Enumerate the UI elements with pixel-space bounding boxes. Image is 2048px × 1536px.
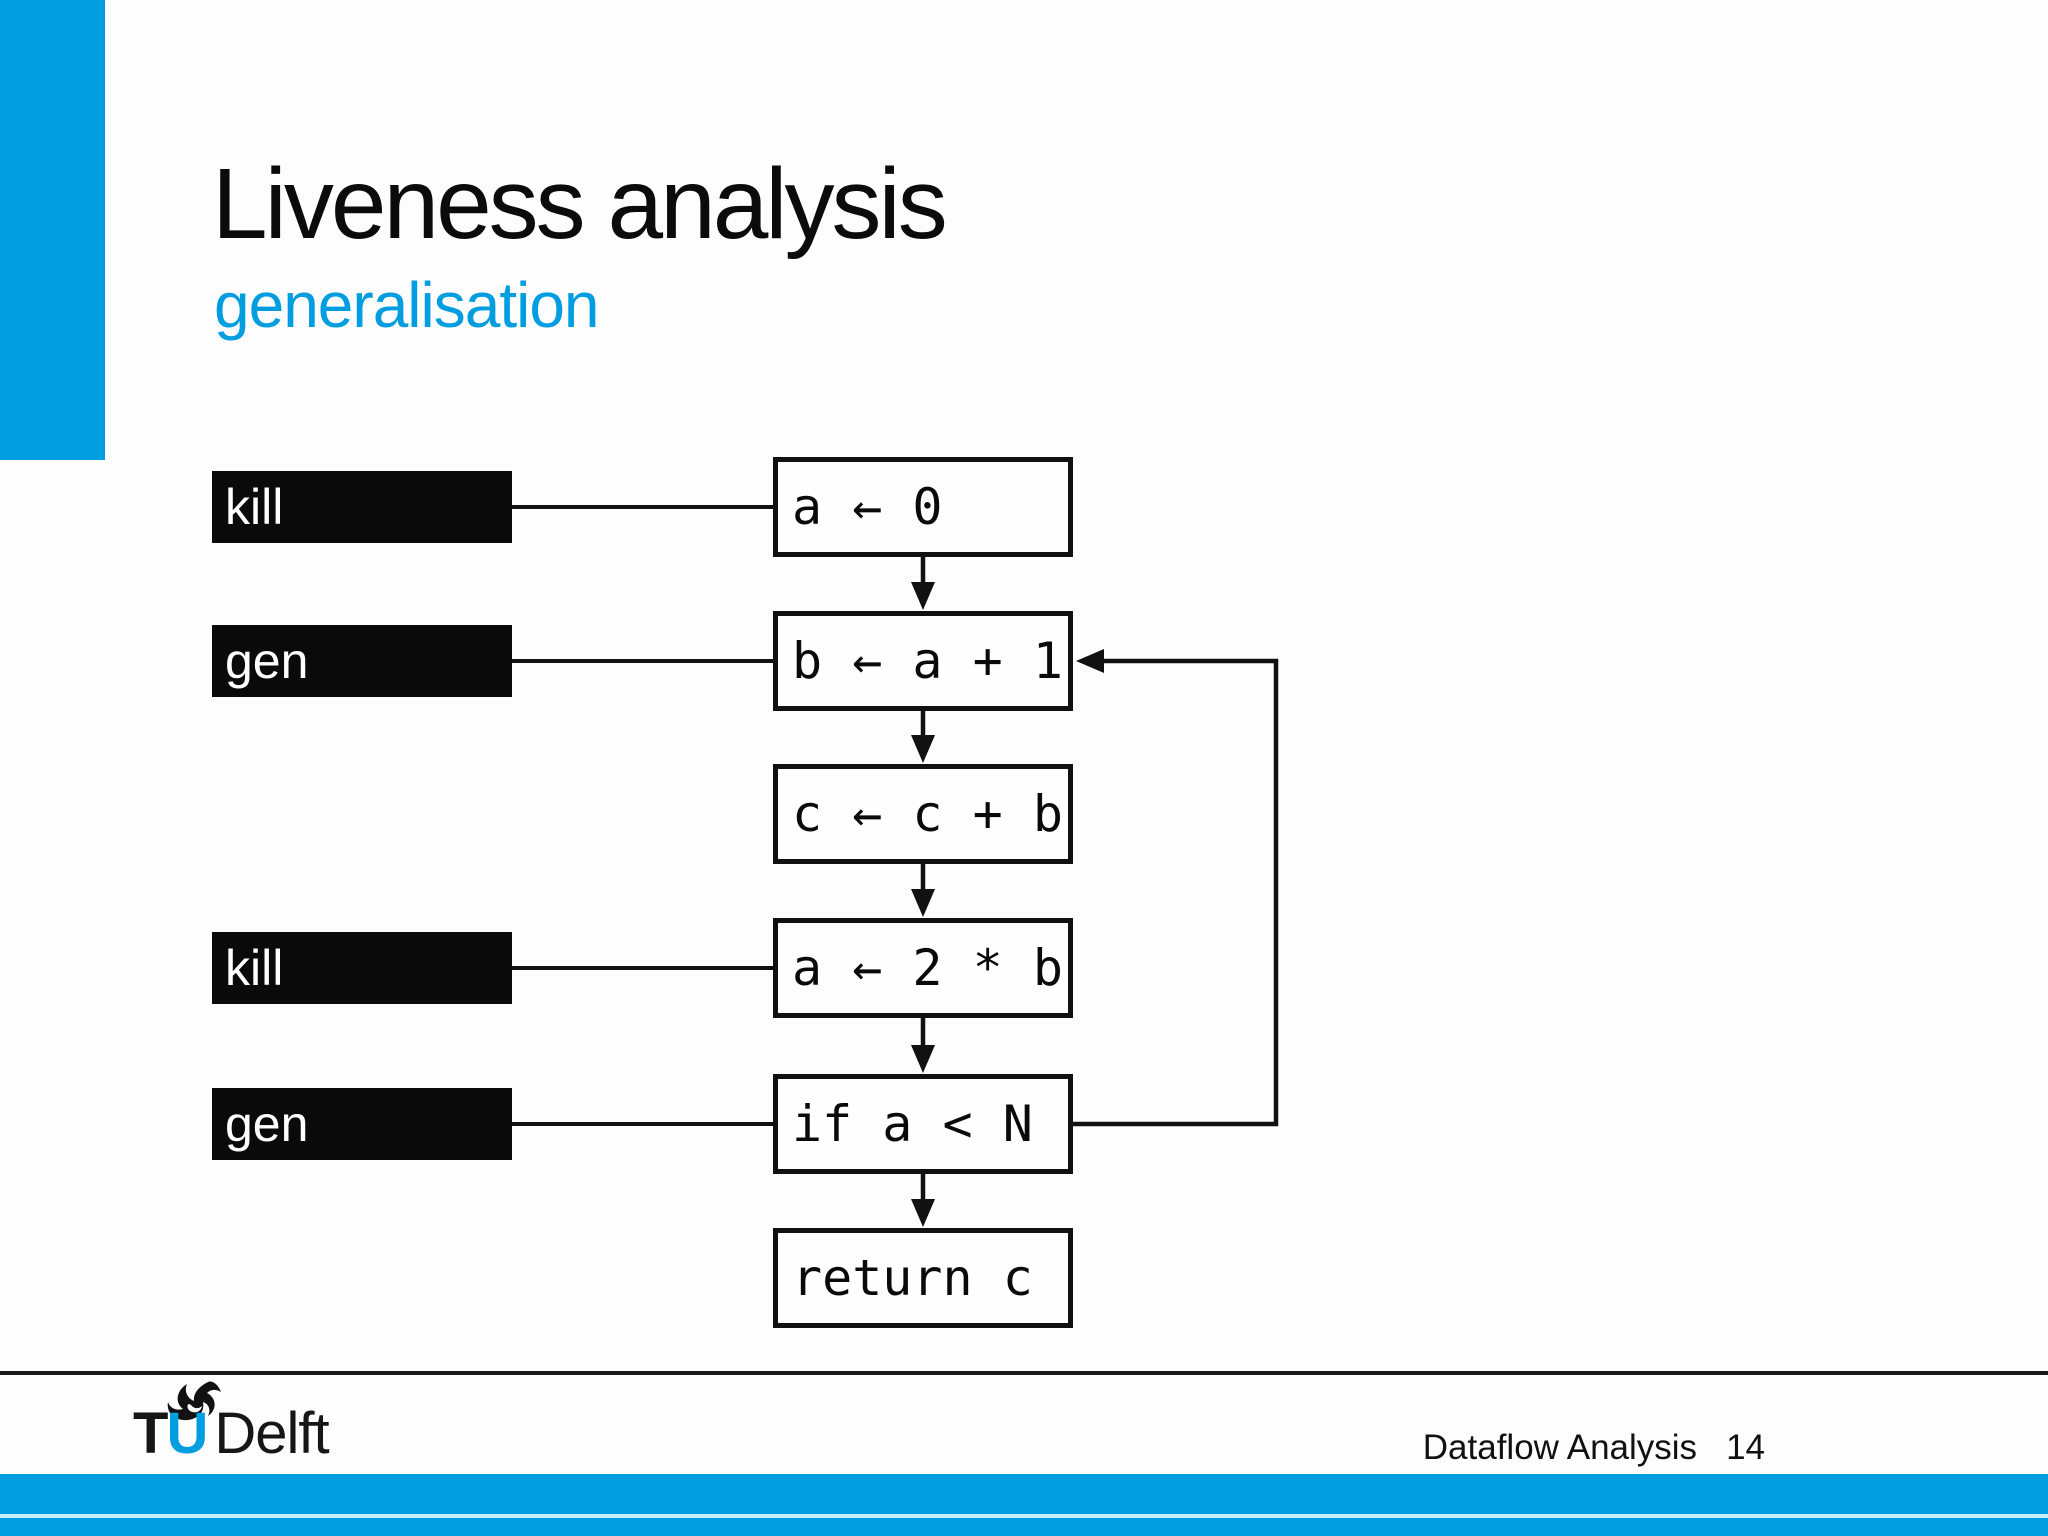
side-label-gen-1: gen [212,625,512,697]
side-label-kill-1: kill [212,471,512,543]
loopback-arrow-head [1076,649,1104,673]
slide-title: Liveness analysis [212,148,948,260]
arrow-n3-n4-head [911,889,935,917]
node-a-assign-0: a ← 0 [773,457,1073,557]
arrow-n2-n3-head [911,735,935,763]
bottom-bar-stripe [0,1514,2048,1518]
side-label-text: gen [225,633,309,689]
side-label-text: gen [225,1096,309,1152]
node-c-assign: c ← c + b [773,764,1073,864]
logo-letter-u: U [166,1401,209,1466]
bottom-accent-bar [0,1474,2048,1536]
arrow-n4-n5-head [911,1045,935,1073]
footer-page-number: 14 [1726,1428,1765,1467]
logo-word-delft: Delft [214,1401,329,1466]
side-label-text: kill [225,479,284,535]
logo-letter-t: T [133,1401,168,1466]
node-if-condition: if a < N [773,1074,1073,1174]
flame-icon [161,1381,225,1427]
left-accent-bar [0,0,105,460]
node-b-assign: b ← a + 1 [773,611,1073,711]
side-label-text: kill [225,940,284,996]
node-return: return c [773,1228,1073,1328]
loopback-line [1073,658,1279,1127]
arrow-n5-n6-head [911,1199,935,1227]
footer-info: Dataflow Analysis 14 [1423,1428,1765,1468]
footer-rule [0,1371,2048,1375]
footer-course-label: Dataflow Analysis [1422,1428,1698,1467]
side-label-gen-2: gen [212,1088,512,1160]
slide-subtitle: generalisation [214,269,599,341]
node-a-assign-2b: a ← 2 * b [773,918,1073,1018]
arrow-n1-n2-head [911,582,935,610]
side-label-kill-2: kill [212,932,512,1004]
